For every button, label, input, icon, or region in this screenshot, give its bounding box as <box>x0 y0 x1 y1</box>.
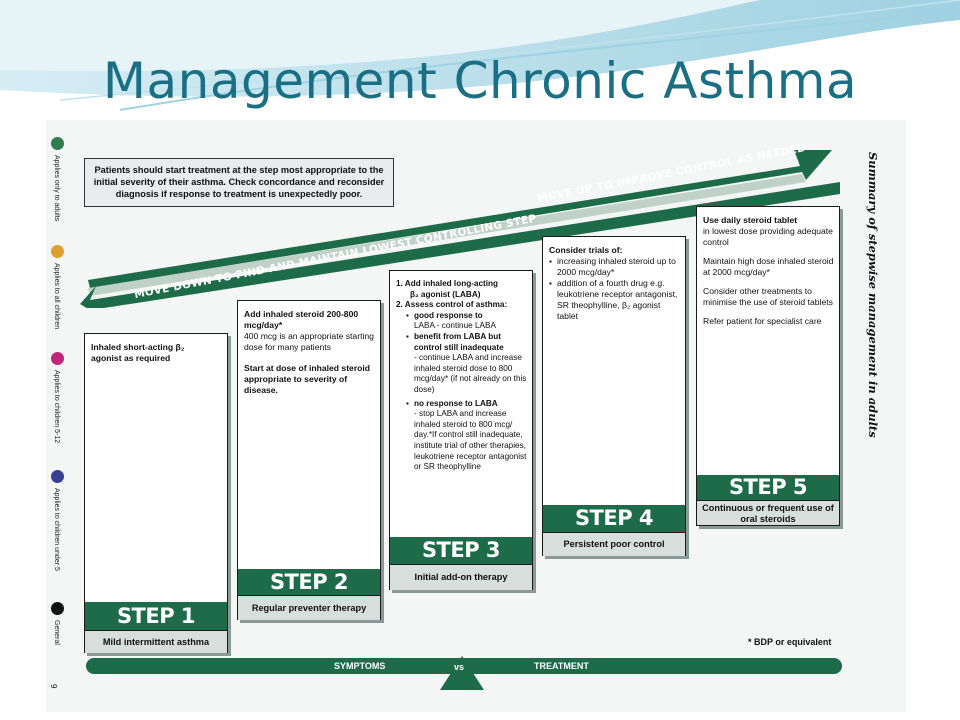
arrow-down <box>80 182 840 308</box>
step-3-body: 1. Add inhaled long-acting β₂ agonist (L… <box>396 279 528 473</box>
step-4-caption: Persistent poor control <box>543 532 685 556</box>
step-3-benefit-b: control still inadequate <box>414 342 504 352</box>
step-5-p3: Consider other treatments to minimise th… <box>703 286 833 307</box>
step-5-caption: Continuous or frequent use of oral stero… <box>697 500 839 525</box>
legend-label-children-under-5: Applies to children under 5 <box>53 488 60 571</box>
step-5-p1: Use daily steroid tablet <box>703 215 798 225</box>
step-3-caption: Initial add-on therapy <box>390 564 532 590</box>
legend-label-general: General <box>53 620 60 645</box>
step-5-body: Use daily steroid tablet in lowest dose … <box>703 215 835 327</box>
step-arrows: MOVE UP TO IMPROVE CONTROL AS NEEDED MOV… <box>80 142 840 308</box>
step-3-none: no response to LABA <box>406 399 528 410</box>
legend-label-children-5-12: Applies to children 5-12 <box>53 370 60 444</box>
step-2-banner: STEP 2 <box>238 569 380 595</box>
bar-middle-label: vs <box>454 662 464 672</box>
step-1-line-1: Inhaled short-acting β₂ <box>91 342 185 352</box>
step-5-box: Use daily steroid tablet in lowest dose … <box>696 206 840 526</box>
step-3-banner: STEP 3 <box>390 537 532 564</box>
side-title: Summary of stepwise management in adults <box>866 152 880 438</box>
step-3-item-2: 2. Assess control of asthma: <box>396 300 508 310</box>
fulcrum-icon <box>440 656 484 690</box>
step-3-item-1: 1. Add inhaled long-acting <box>396 279 499 288</box>
legend-dot-children-under-5 <box>51 470 64 483</box>
bar-right-label: TREATMENT <box>534 661 589 671</box>
step-2-caption: Regular preventer therapy <box>238 595 380 620</box>
step-5-p2: Maintain high dose inhaled steroid at 20… <box>703 256 834 277</box>
step-2-line-1: Add inhaled steroid 200-800 mcg/day* <box>244 309 359 330</box>
step-5-banner: STEP 5 <box>697 475 839 500</box>
step-4-head: Consider trials of: <box>549 245 623 255</box>
step-3-box: 1. Add inhaled long-acting β₂ agonist (L… <box>389 270 533 590</box>
step-1-body: Inhaled short-acting β₂ agonist as requi… <box>91 342 223 364</box>
step-2-box: Add inhaled steroid 200-800 mcg/day* 400… <box>237 300 381 620</box>
step-3-good: good response to <box>406 311 528 322</box>
step-4-list: increasing inhaled steroid up to 2000 mc… <box>549 256 681 322</box>
step-1-caption: Mild intermittent asthma <box>85 630 227 653</box>
legend-label-adults: Applies only to adults <box>53 155 60 222</box>
arrow-up <box>88 150 832 288</box>
step-5-p4: Refer patient for specialist care <box>703 316 822 326</box>
step-4-bullet-2: addition of a fourth drug e.g. leukotrie… <box>549 278 681 322</box>
step-4-body: Consider trials of: increasing inhaled s… <box>549 245 681 322</box>
step-3-list: good response to <box>396 311 528 322</box>
slide-title: Management Chronic Asthma <box>102 52 858 110</box>
legend-dot-children-5-12 <box>51 352 64 365</box>
step-3-benefit: benefit from LABA but <box>406 332 528 343</box>
step-3-list-3: no response to LABA <box>396 399 528 410</box>
legend-dot-all-children <box>51 245 64 258</box>
arrow-up-shade <box>88 174 806 296</box>
bar-left-label: SYMPTOMS <box>334 661 385 671</box>
step-2-line-2: 400 mcg is an appropriate starting dose … <box>244 331 374 352</box>
step-3-list-2: benefit from LABA but <box>396 332 528 343</box>
legend-label-all-children: Applies to all children <box>53 263 60 330</box>
step-3-none-b: - stop LABA and increase inhaled steroid… <box>414 409 527 472</box>
step-1-line-2: agonist as required <box>91 353 171 363</box>
step-4-box: Consider trials of: increasing inhaled s… <box>542 236 686 556</box>
intro-box: Patients should start treatment at the s… <box>84 158 394 207</box>
footnote: * BDP or equivalent <box>748 637 832 647</box>
step-3-benefit-c: - continue LABA and increase inhaled ste… <box>414 353 527 394</box>
step-5-p1b: in lowest dose providing adequate contro… <box>703 226 833 247</box>
legend-dot-adults <box>51 137 64 150</box>
symptoms-treatment-bar: SYMPTOMS vs TREATMENT <box>86 656 842 690</box>
step-3-good-b: LABA - continue LABA <box>414 321 496 331</box>
step-4-banner: STEP 4 <box>543 505 685 532</box>
step-3-item-1b: β₂ agonist (LABA) <box>410 289 481 299</box>
step-2-body: Add inhaled steroid 200-800 mcg/day* 400… <box>244 309 376 396</box>
step-2-line-3: Start at dose of inhaled steroid appropr… <box>244 363 371 395</box>
legend-dot-general <box>51 602 64 615</box>
page-number: 9 <box>49 684 58 689</box>
step-4-bullet-1: increasing inhaled steroid up to 2000 mc… <box>549 256 681 278</box>
step-1-banner: STEP 1 <box>85 602 227 630</box>
step-1-box: Inhaled short-acting β₂ agonist as requi… <box>84 333 228 653</box>
